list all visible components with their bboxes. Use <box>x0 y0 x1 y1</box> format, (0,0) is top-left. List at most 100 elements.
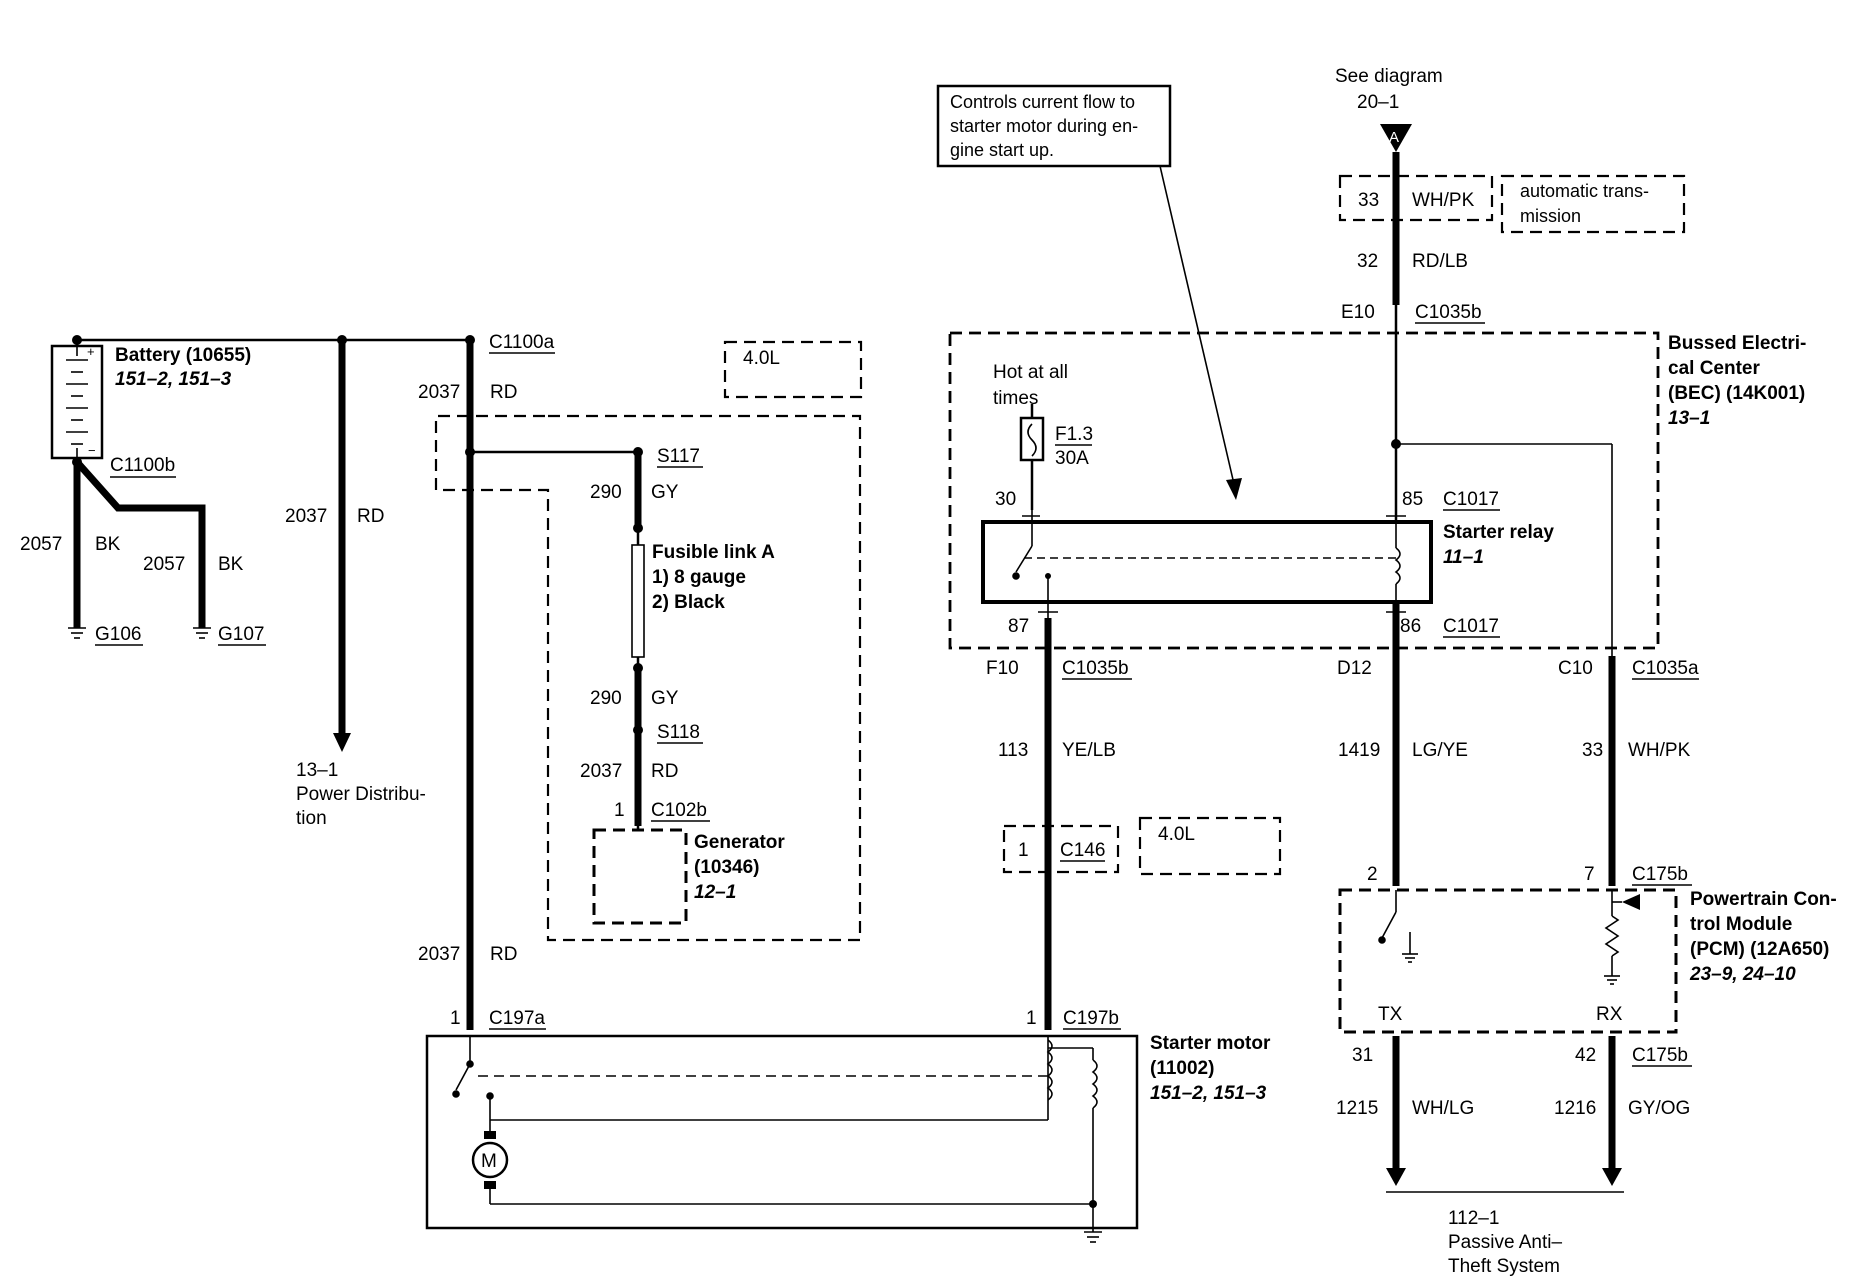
wire-2057-right-circuit: 2057 <box>143 554 185 575</box>
see-diagram-1: See diagram <box>1335 66 1443 87</box>
wire-1419-color: LG/YE <box>1412 740 1468 761</box>
c197b-label: C197b <box>1063 1008 1119 1029</box>
c197a-label: C197a <box>489 1008 545 1029</box>
power-distribution-line1: Power Distribu- <box>296 784 426 805</box>
wire-290-bottom-color: GY <box>651 688 679 709</box>
callout-line3: gine start up. <box>950 140 1054 160</box>
c197b-pin: 1 <box>1026 1008 1037 1029</box>
c102b-pin: 1 <box>614 800 625 821</box>
generator-part: (10346) <box>694 857 760 878</box>
pin-f10: F10 <box>986 658 1019 679</box>
pcm-label-2: trol Module <box>1690 914 1792 935</box>
engine-4.0l-note-a: 4.0L <box>743 348 780 369</box>
pcm-label-1: Powertrain Con- <box>1690 889 1837 910</box>
wire-2057-right-color: BK <box>218 554 244 575</box>
s118-label: S118 <box>657 722 700 743</box>
hot-at-all-times-1: Hot at all <box>993 362 1068 383</box>
pin-e10: E10 <box>1341 302 1375 323</box>
pats-ref: 112–1 <box>1448 1208 1499 1229</box>
c146-label: C146 <box>1060 840 1105 861</box>
starter-relay <box>981 520 1433 604</box>
fusible-link-gauge: 1) 8 gauge <box>652 567 746 588</box>
bec-label-3: (BEC) (14K001) <box>1668 383 1805 404</box>
starter-motor-part: (11002) <box>1150 1058 1214 1079</box>
ground-g106-icon <box>68 627 86 639</box>
pcm-label-3: (PCM) (12A650) <box>1690 939 1829 960</box>
wire-2057-left-color: BK <box>95 534 121 555</box>
generator-ref: 12–1 <box>694 882 736 903</box>
engine-4.0l-note-b: 4.0L <box>1158 824 1195 845</box>
wire-2037-gen-color: RD <box>651 761 678 782</box>
pats-line2: Theft System <box>1448 1256 1560 1277</box>
pin-31: 31 <box>1352 1045 1373 1066</box>
motor-icon <box>471 1141 509 1179</box>
ground-g107-label: G107 <box>218 624 264 645</box>
battery-label: Battery (10655) <box>115 345 251 366</box>
starter-motor <box>425 1034 1139 1230</box>
wire-1419-circuit: 1419 <box>1338 740 1380 761</box>
c1017-86-label: C1017 <box>1443 616 1499 637</box>
wire-2037-top-circuit: 2037 <box>418 382 460 403</box>
connector-a-icon <box>1380 124 1412 152</box>
ground-g107-icon <box>193 627 211 639</box>
bussed-electrical-center <box>948 331 1660 650</box>
c197a-pin: 1 <box>450 1008 461 1029</box>
bec-label-2: cal Center <box>1668 358 1760 379</box>
wire-33-top-color: WH/PK <box>1412 190 1475 211</box>
fuse-rating: 30A <box>1055 448 1089 469</box>
c175b-pin-2: 2 <box>1367 864 1378 885</box>
c1035b-top-label: C1035b <box>1415 302 1482 323</box>
starter-ground-icon <box>1084 1228 1102 1243</box>
auto-trans-note-1: automatic trans- <box>1520 181 1649 201</box>
c175b-pin-7: 7 <box>1584 864 1595 885</box>
generator <box>592 828 688 925</box>
ground-g106-label: G106 <box>95 624 141 645</box>
wire-290-top-color: GY <box>651 482 679 503</box>
wire-2037-dist-color: RD <box>357 506 384 527</box>
motor-symbol: M <box>481 1151 497 1172</box>
power-distribution-ref: 13–1 <box>296 760 338 781</box>
wire-2057-left-circuit: 2057 <box>20 534 62 555</box>
c1100b-label: C1100b <box>110 455 175 476</box>
pin-c10: C10 <box>1558 658 1593 679</box>
starter-relay-label: Starter relay <box>1443 522 1554 543</box>
pin-30: 30 <box>995 489 1016 510</box>
wire-290-top-circuit: 290 <box>590 482 622 503</box>
pats-line1: Passive Anti– <box>1448 1232 1562 1253</box>
wire-2037-bottom-color: RD <box>490 944 517 965</box>
c175b-top-label: C175b <box>1632 864 1688 885</box>
wire-32-circuit: 32 <box>1357 251 1378 272</box>
fusible-link-title: Fusible link A <box>652 542 775 563</box>
wire-290-bottom-circuit: 290 <box>590 688 622 709</box>
wire-33-pcm-color: WH/PK <box>1628 740 1691 761</box>
battery-refs: 151–2, 151–3 <box>115 369 232 390</box>
pcm-refs: 23–9, 24–10 <box>1689 964 1796 985</box>
starter-motor-refs: 151–2, 151–3 <box>1150 1083 1267 1104</box>
svg-text:+: + <box>87 344 95 359</box>
pin-85: 85 <box>1402 489 1423 510</box>
c1100a-label: C1100a <box>489 332 555 353</box>
pin-d12: D12 <box>1337 658 1372 679</box>
see-diagram-2: 20–1 <box>1357 92 1399 113</box>
pcm-tx: TX <box>1378 1004 1403 1025</box>
c146-pin: 1 <box>1018 840 1029 861</box>
generator-label: Generator <box>694 832 785 853</box>
pin-87: 87 <box>1008 616 1029 637</box>
svg-text:−: − <box>88 443 96 458</box>
pin-42: 42 <box>1575 1045 1596 1066</box>
c1035b-f10-label: C1035b <box>1062 658 1129 679</box>
wire-2037-bottom-circuit: 2037 <box>418 944 460 965</box>
starter-motor-label: Starter motor <box>1150 1033 1271 1054</box>
battery: + − <box>50 344 104 460</box>
callout-arrow-icon <box>1226 478 1242 500</box>
callout-box <box>936 84 1172 168</box>
fuse-name: F1.3 <box>1055 424 1093 445</box>
callout-line2: starter motor during en- <box>950 116 1138 136</box>
powertrain-control-module <box>1338 888 1678 1034</box>
wire-2037-dist-circuit: 2037 <box>285 506 327 527</box>
wire-2037-top-color: RD <box>490 382 517 403</box>
hot-at-all-times-2: times <box>993 388 1038 409</box>
auto-trans-note-2: mission <box>1520 206 1581 226</box>
c175b-bottom-label: C175b <box>1632 1045 1688 1066</box>
wire-113-color: YE/LB <box>1062 740 1116 761</box>
